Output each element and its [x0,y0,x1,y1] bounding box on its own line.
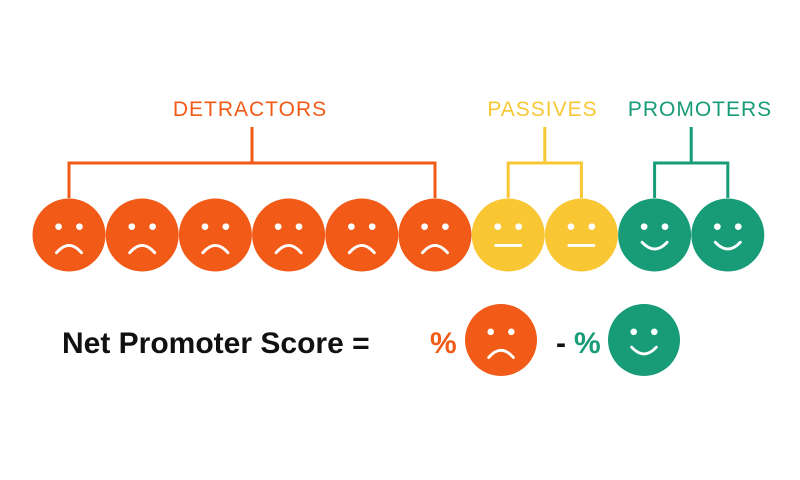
formula-promoter-face [608,304,680,376]
left-eye [201,223,209,230]
passives-face-1 [471,198,545,272]
promoters-face-2 [691,198,765,272]
right-eye [442,223,449,230]
right-eye [295,223,303,230]
happy-face-circle [608,304,680,376]
mouth [421,243,449,255]
sad-face-circle [105,198,179,272]
left-eye [640,223,648,230]
mouth [201,243,230,255]
passives-label: PASSIVES [487,98,598,121]
mouth [487,348,515,359]
left-eye [55,223,62,230]
detractors-face-5 [325,198,399,272]
passives-face-2 [544,198,618,272]
sad-face-circle [398,198,472,272]
right-eye [222,223,230,230]
promoters-bracket [653,127,730,198]
detractors-face-1 [32,198,106,272]
mouth [713,240,742,251]
right-eye [515,223,522,230]
detractors-face-2 [105,198,179,272]
detractors-label: DETRACTORS [172,98,328,121]
left-eye [274,223,282,230]
sad-face-circle [252,198,326,272]
happy-face-circle [691,198,765,272]
mouth [274,243,303,255]
sad-face-circle [325,198,399,272]
left-eye [567,223,575,230]
detractors-face-4 [252,198,326,272]
sad-face-circle [465,304,537,376]
right-eye [588,223,596,230]
formula-percent-detractors: % [430,327,457,360]
formula-detractor-face [465,304,537,376]
neutral-face-circle [471,198,545,272]
mouth [55,243,83,255]
right-eye [149,223,156,230]
formula-minus: - [556,327,566,360]
mouth [630,345,658,356]
detractors-bracket [67,127,437,198]
happy-face-circle [618,198,692,272]
mouth [128,243,157,255]
formula-lhs: Net Promoter Score = [62,327,370,360]
left-eye [714,223,721,230]
right-eye [661,223,669,230]
left-eye [348,223,355,230]
sad-face-circle [32,198,106,272]
promoters-label: PROMOTERS [627,98,773,121]
mouth [347,243,376,255]
detractors-face-3 [178,198,252,272]
right-eye [650,328,658,336]
passives-bracket [506,127,583,198]
right-eye [368,223,376,230]
right-eye [734,223,742,230]
left-eye [487,328,495,336]
left-eye [128,223,136,230]
detractors-face-6 [398,198,472,272]
right-eye [507,328,515,336]
mouth [640,240,669,251]
sad-face-circle [178,198,252,272]
formula-percent-promoters: % [574,327,601,360]
left-eye [630,328,638,336]
right-eye [76,223,83,230]
neutral-face-circle [544,198,618,272]
left-eye [421,223,428,230]
left-eye [494,223,502,230]
promoters-face-1 [618,198,692,272]
